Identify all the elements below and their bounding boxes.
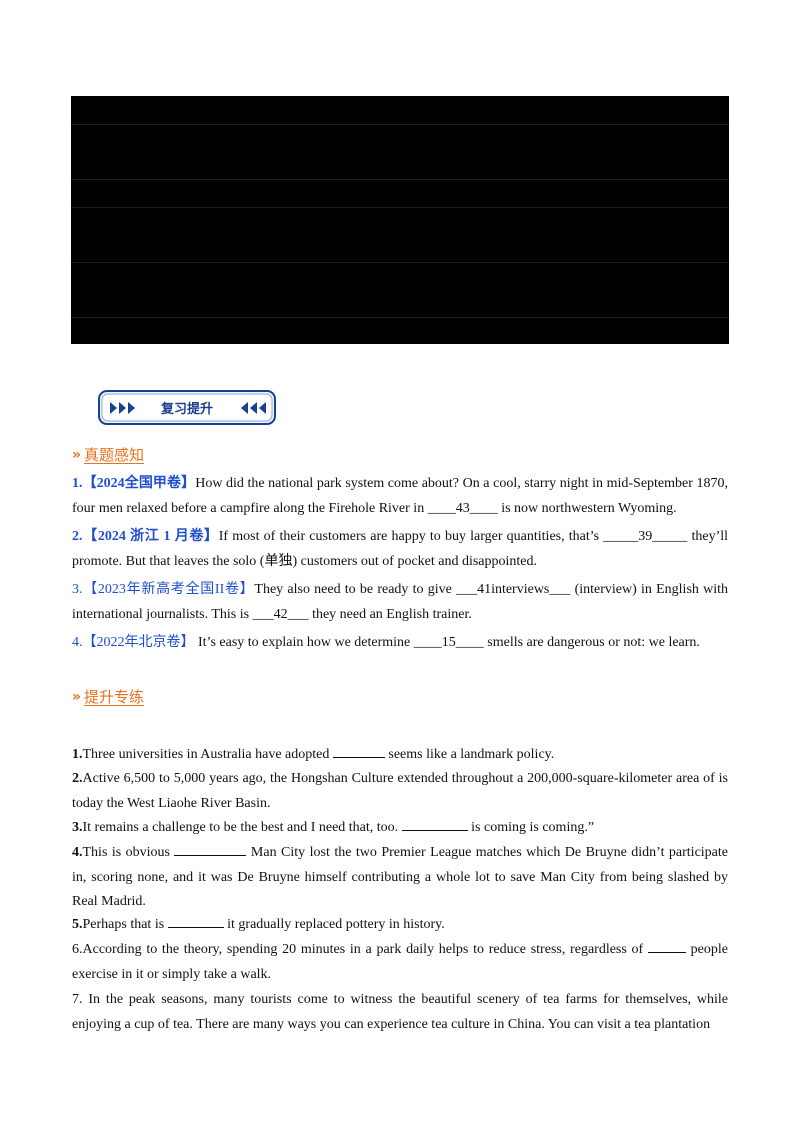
practice-item-2: 2.Active 6,500 to 5,000 years ago, the H… — [72, 767, 728, 816]
exam-source-tag: 【2022年北京卷】 — [82, 635, 195, 650]
double-chevron-icon: » — [72, 688, 81, 705]
item-text: It’s easy to explain how we determine — [194, 635, 414, 650]
answer-blank: ___41interviews___ — [456, 582, 571, 597]
double-chevron-icon: » — [72, 446, 81, 463]
practice-item-1: 1.Three universities in Australia have a… — [72, 743, 728, 768]
answer-blank: ____43____ — [427, 500, 498, 516]
answer-blank: _____39_____ — [603, 529, 688, 544]
item-number: 2. — [72, 771, 83, 786]
item-text: How did the national park system come ab… — [72, 476, 729, 516]
practice-item-5: 5.Perhaps that is it gradually replaced … — [72, 913, 728, 938]
item-number: 4. — [72, 635, 83, 650]
item-text: In the peak seasons, many tourists come … — [72, 992, 728, 1032]
arrow-left-icon — [241, 402, 266, 414]
item-text: Three universities in Australia have ado… — [82, 747, 333, 762]
item-text: they’ll promote. But that leaves the sol… — [72, 529, 729, 569]
item-number: 4. — [72, 845, 83, 860]
item-text: (interview) in English with internationa… — [72, 582, 728, 622]
exam-item-1: 1.【2024全国甲卷】How did the national park sy… — [72, 472, 728, 521]
item-text: According to the theory, spending 20 min… — [82, 942, 648, 957]
item-text: It remains a challenge to be the best an… — [82, 820, 402, 835]
item-text: is coming is coming.” — [467, 820, 595, 835]
answer-blank — [174, 843, 247, 856]
answer-blank — [647, 940, 686, 953]
exam-source-tag: 【2023年新高考全国II卷】 — [82, 582, 255, 597]
practice-item-3: 3.It remains a challenge to be the best … — [72, 816, 728, 841]
section-heading-exam: » 真题感知 — [72, 444, 144, 465]
item-number: 2. — [72, 529, 83, 544]
item-number: 3. — [72, 582, 83, 597]
practice-item-6: 6.According to the theory, spending 20 m… — [72, 938, 728, 987]
section-title: 提升专练 — [84, 688, 145, 706]
redacted-block — [71, 96, 729, 344]
section-title: 真题感知 — [84, 446, 145, 464]
answer-blank — [167, 915, 224, 928]
item-number: 6. — [72, 942, 83, 957]
item-text: people exercise in it or simply take a w… — [72, 942, 728, 982]
exam-item-4: 4.【2022年北京卷】 It’s easy to explain how we… — [72, 631, 728, 656]
item-number: 7. — [72, 992, 83, 1007]
item-text: smells are dangerous or not: we learn. — [483, 635, 700, 650]
section-heading-practice: » 提升专练 — [72, 686, 144, 707]
arrow-right-icon — [110, 402, 135, 414]
answer-blank: ____15____ — [413, 635, 484, 650]
item-text: they need an English trainer. — [308, 606, 472, 622]
review-banner: 复习提升 — [98, 390, 276, 425]
practice-item-7: 7. In the peak seasons, many tourists co… — [72, 988, 728, 1037]
item-number: 5. — [72, 917, 83, 932]
exam-source-tag: 【2024 浙江 1 月卷】 — [82, 529, 219, 544]
item-text: They also need to be ready to give — [254, 582, 457, 597]
answer-blank — [332, 745, 385, 758]
item-text: it gradually replaced pottery in history… — [223, 917, 445, 932]
exam-source-tag: 【2024全国甲卷】 — [82, 476, 196, 491]
practice-item-4: 4.This is obvious Man City lost the two … — [72, 841, 728, 915]
item-text: If most of their customers are happy to … — [218, 529, 604, 544]
exam-item-2: 2.【2024 浙江 1 月卷】If most of their custome… — [72, 525, 728, 574]
banner-label: 复习提升 — [160, 401, 213, 417]
item-text: This is obvious — [82, 845, 175, 860]
item-number: 1. — [72, 476, 83, 491]
answer-blank: ___42___ — [252, 606, 309, 622]
item-text: is now northwestern Wyoming. — [497, 500, 677, 516]
item-text: seems like a landmark policy. — [384, 747, 555, 762]
item-text: Active 6,500 to 5,000 years ago, the Hon… — [72, 771, 728, 811]
item-text: Perhaps that is — [82, 917, 168, 932]
item-text: Man City lost the two Premier League mat… — [72, 845, 728, 909]
item-number: 1. — [72, 747, 83, 762]
item-number: 3. — [72, 820, 83, 835]
answer-blank — [401, 818, 468, 831]
exam-item-3: 3.【2023年新高考全国II卷】They also need to be re… — [72, 578, 728, 627]
